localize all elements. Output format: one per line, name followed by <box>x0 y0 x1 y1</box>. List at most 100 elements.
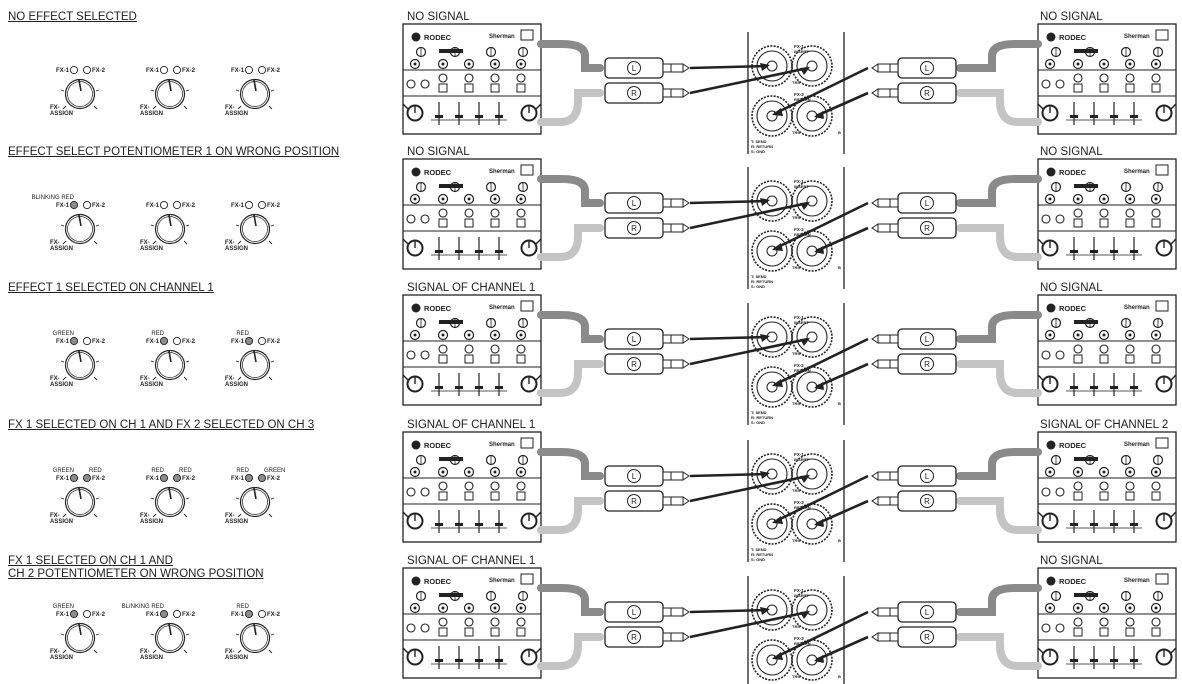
fx1-led-icon <box>159 473 169 483</box>
panel-bevel <box>1169 103 1177 111</box>
channel-letter: R <box>631 89 637 98</box>
panel-bevel <box>402 374 410 382</box>
panel-bevel <box>534 238 542 246</box>
right-cable-upper <box>956 448 1042 480</box>
plug-tip <box>682 471 690 481</box>
fader-cap <box>495 659 503 662</box>
panel-button-icon <box>464 491 474 501</box>
fx1-led-label: FX-1 <box>146 339 160 345</box>
panel-knob-icon <box>1072 602 1084 614</box>
panel-button-icon <box>438 218 448 228</box>
panel-jack-icon <box>1041 214 1051 224</box>
panel-knob-icon <box>1099 208 1109 218</box>
panel-button-icon <box>464 627 474 637</box>
fx1-led-label: FX-1 <box>56 612 70 618</box>
panel-icon <box>520 164 534 176</box>
panel-button-icon <box>490 83 500 93</box>
rodec-logo-icon <box>1046 303 1056 313</box>
knob-ring <box>154 213 186 245</box>
knob-tick <box>93 376 98 381</box>
rodec-logo-icon <box>411 576 421 586</box>
jack-socket-icon <box>791 45 833 87</box>
knob-pointer <box>253 79 257 92</box>
plug-sleeve <box>877 359 899 369</box>
panel-jack-icon <box>1041 350 1051 360</box>
panel-knob-center <box>1128 470 1132 474</box>
fader-cap <box>1110 523 1118 526</box>
knob-pointer <box>78 487 82 500</box>
plug-sleeve <box>877 471 899 481</box>
panel-knob-center <box>1076 197 1080 201</box>
panel-icon <box>1155 164 1169 176</box>
plug-sleeve <box>662 334 684 344</box>
jack-socket-hole <box>766 245 778 257</box>
led-state-label: RED <box>89 468 102 474</box>
plug-tip <box>682 198 690 208</box>
rodec-logo-icon <box>1046 576 1056 586</box>
fader-cap <box>475 659 483 662</box>
panel-jack-icon <box>420 350 430 360</box>
jack-socket-hole <box>806 60 818 72</box>
panel-knob-icon <box>1098 466 1110 478</box>
fader-cap <box>1090 523 1098 526</box>
knob-tick <box>95 224 100 227</box>
fx1-led-label: FX-1 <box>146 68 160 74</box>
knob-tick <box>270 360 275 363</box>
rodec-logo-icon <box>1046 167 1056 177</box>
panel-knob-center <box>467 62 471 66</box>
panel-knob-icon <box>1124 193 1136 205</box>
panel-button-icon <box>438 491 448 501</box>
panel-knob-icon <box>1073 73 1083 83</box>
knob-tick <box>93 649 98 654</box>
panel-knob-center <box>1102 606 1106 610</box>
fx2-led-icon <box>172 336 182 346</box>
left-cable-lower <box>537 89 604 126</box>
knob-ring <box>154 486 186 518</box>
panel-icon <box>1155 300 1169 312</box>
jack-b-label: B <box>838 401 841 406</box>
panel-button-icon <box>1151 627 1161 637</box>
brand-label: RODEC <box>424 33 452 42</box>
jack-socket-hole <box>766 381 778 393</box>
panel-knob-icon <box>1073 617 1083 627</box>
arrow-head <box>814 246 824 254</box>
panel-knob-center <box>493 606 497 610</box>
panel-knob-icon <box>489 329 501 341</box>
jack-socket-ring <box>756 508 788 540</box>
jack-socket-hole <box>806 468 818 480</box>
jack-socket-icon <box>791 589 833 631</box>
panel-knob-icon <box>437 193 449 205</box>
panel-knob-center <box>519 62 523 66</box>
trs-plug: L <box>871 192 957 214</box>
panel-slot <box>1074 320 1098 324</box>
panel-knob-icon <box>464 344 474 354</box>
panel-knob-icon <box>464 481 474 491</box>
fader-cap <box>1070 659 1078 662</box>
panel-knob-icon <box>516 481 526 491</box>
plug-tip <box>682 88 690 98</box>
rodec-logo-icon <box>411 303 421 313</box>
knob-tick <box>185 89 190 92</box>
channel-letter: R <box>631 224 637 233</box>
channel-ring <box>920 469 934 483</box>
fader-cap <box>1110 659 1118 662</box>
panel-knob-icon <box>1072 193 1084 205</box>
knob-tick <box>152 105 157 110</box>
jack-socket-ring <box>756 100 788 132</box>
signal-arrow <box>689 199 769 205</box>
panel-knob-center <box>493 62 497 66</box>
fader-cap <box>455 115 463 118</box>
jack-trs-label: TRS <box>792 215 800 220</box>
fx1-led-icon <box>244 65 254 75</box>
knob-pointer <box>253 487 257 500</box>
knob-tick <box>183 240 188 245</box>
jack-socket-hole <box>806 331 818 343</box>
knob-tick <box>95 360 100 363</box>
panel-icon <box>520 573 534 585</box>
panel-knob-icon <box>1098 602 1110 614</box>
